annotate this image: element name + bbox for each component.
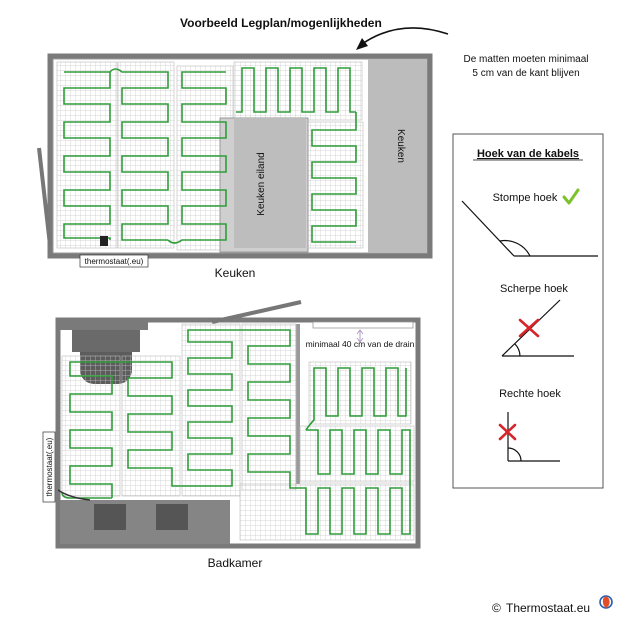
- bathroom-mat: [181, 323, 241, 497]
- cross-icon: [498, 423, 517, 441]
- thermostat-logo-icon: [599, 595, 613, 609]
- bathroom-mat: [239, 483, 415, 541]
- bathroom-door: [211, 300, 302, 324]
- kitchen-thermostat-device: [100, 236, 108, 246]
- kitchen-mat: [56, 61, 118, 249]
- drain-distance-arrow-icon: [356, 329, 364, 343]
- kitchen-mat: [306, 121, 364, 249]
- kitchen-counter: [368, 59, 427, 253]
- right-angle-label: Rechte hoek: [499, 388, 561, 400]
- right-angle-figure: [507, 412, 560, 462]
- drain-distance-note: minimaal 40 cm van de drain: [306, 339, 415, 349]
- obtuse-angle-label: Stompe hoek: [493, 192, 558, 204]
- kitchen-mat: [117, 61, 175, 249]
- bathroom-mat: [121, 355, 181, 497]
- kitchen-door: [37, 147, 52, 246]
- bathroom-wall-block: [58, 318, 148, 330]
- bathroom-vanity: [60, 500, 230, 544]
- kitchen-island-label: Keuken eiland: [256, 152, 267, 215]
- shower-drain: [312, 321, 414, 329]
- kitchen-heating-cable: [63, 67, 357, 244]
- obtuse-angle-figure: [461, 200, 598, 257]
- bathroom-thermostat-label-box: [42, 431, 56, 503]
- bathroom-mat: [299, 425, 415, 483]
- bathroom-thermostat-wire: [57, 489, 91, 501]
- vanity-sink-right: [156, 504, 188, 530]
- kitchen-plan: Keuken eiland Keuken thermostaat(.eu) Ke…: [37, 53, 433, 280]
- bathroom-mat: [241, 323, 297, 491]
- brand-name: Thermostaat.eu: [506, 601, 590, 615]
- kitchen-mat: [233, 61, 363, 121]
- margin-note-line1: De matten moeten minimaal: [463, 54, 588, 65]
- diagram-title: Voorbeeld Legplan/mogenlijkheden: [180, 16, 382, 30]
- margin-note-line2: 5 cm van de kant blijven: [472, 68, 579, 79]
- vanity-sink-left: [94, 504, 126, 530]
- toilet-tank: [72, 330, 140, 352]
- kitchen-thermostat-label: thermostaat(.eu): [85, 257, 144, 266]
- cross-icon: [518, 318, 540, 338]
- copyright-icon: ©: [492, 601, 501, 615]
- shower-divider-wall: [296, 324, 300, 484]
- bathroom-mat: [61, 355, 121, 497]
- kitchen-room-label: Keuken: [215, 266, 256, 280]
- bathroom-room-label: Badkamer: [208, 556, 263, 570]
- kitchen-thermostat-label-box: [79, 254, 149, 268]
- check-icon: [562, 188, 580, 205]
- bathroom-thermostat-label: thermostaat(.eu): [45, 437, 54, 496]
- acute-angle-label: Scherpe hoek: [500, 283, 568, 295]
- bathroom-heating-cable: [61, 329, 411, 535]
- acute-angle-figure: [501, 299, 574, 357]
- bathroom-plan: minimaal 40 cm van de drain thermostaat(…: [42, 300, 421, 570]
- bathroom-mat: [308, 361, 412, 425]
- curved-arrow-icon: [356, 27, 449, 50]
- angle-panel-border: [452, 133, 604, 489]
- kitchen-counter-label: Keuken: [395, 129, 406, 163]
- cable-angle-panel: Hoek van de kabels Stompe hoek Scherpe h…: [452, 133, 604, 489]
- kitchen-island-top: [234, 118, 306, 248]
- angle-panel-title: Hoek van de kabels: [477, 148, 579, 160]
